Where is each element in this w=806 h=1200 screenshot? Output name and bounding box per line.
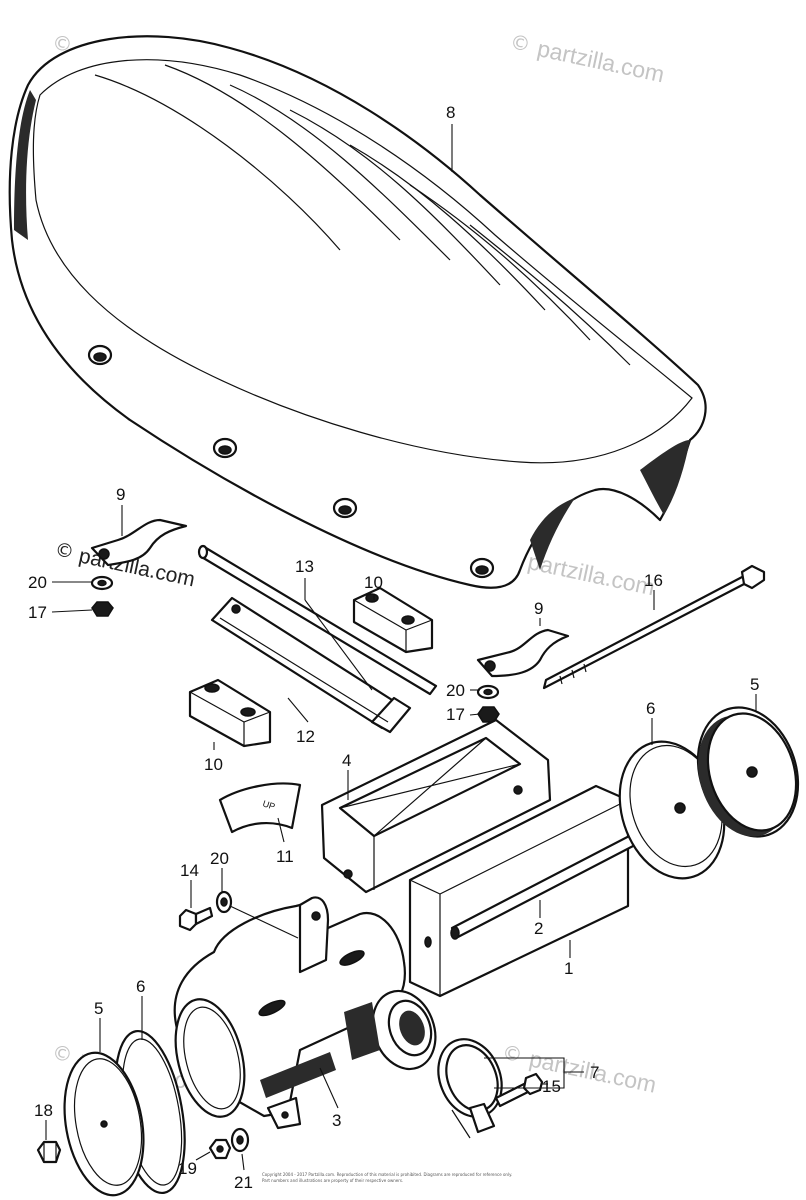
callout-11: 11 bbox=[276, 847, 294, 866]
callout-2: 2 bbox=[534, 919, 543, 938]
washer-21 bbox=[230, 1127, 250, 1153]
watermark-text: partzilla.com bbox=[526, 548, 658, 600]
callout-20-right: 20 bbox=[446, 681, 465, 700]
seat-hinge-strap-left bbox=[90, 518, 188, 567]
tube-tool bbox=[210, 596, 412, 734]
rod bbox=[197, 544, 438, 696]
callout-5-right: 5 bbox=[750, 675, 759, 694]
hose-clamp bbox=[437, 1038, 503, 1139]
callout-9-right: 9 bbox=[534, 599, 543, 618]
cover-marking: UP bbox=[261, 798, 276, 811]
callout-18: 18 bbox=[34, 1101, 53, 1120]
seat-hinge-strap-right bbox=[476, 628, 570, 678]
callout-12: 12 bbox=[296, 727, 315, 746]
washer-left bbox=[90, 575, 114, 591]
copyright-line-1: Copyright 2004 - 2017 Partzilla.com. Rep… bbox=[262, 1172, 512, 1177]
watermark-symbol: © bbox=[50, 1040, 75, 1068]
callout-4: 4 bbox=[342, 751, 351, 770]
cap-plate-right bbox=[696, 706, 800, 838]
watermark-top-right: © partzilla.com bbox=[508, 29, 667, 87]
copyright-block: Copyright 2004 - 2017 Partzilla.com. Rep… bbox=[262, 1172, 512, 1183]
callout-9-left: 9 bbox=[116, 485, 125, 504]
leader-lines bbox=[45, 124, 757, 1171]
washer-20-lower bbox=[215, 890, 233, 914]
watermark-text: partzilla.com bbox=[535, 35, 667, 87]
callout-14: 14 bbox=[180, 861, 199, 880]
bolt-14 bbox=[178, 906, 214, 932]
nut-left bbox=[91, 601, 114, 617]
rubber-block-upper bbox=[352, 586, 434, 654]
callout-16: 16 bbox=[644, 571, 663, 590]
seat bbox=[8, 35, 707, 589]
copyright-line-2: Part numbers and illustrations are prope… bbox=[262, 1178, 403, 1183]
callout-20-lower: 20 bbox=[210, 849, 229, 868]
cover-piece: UP bbox=[218, 782, 302, 834]
callout-8: 8 bbox=[446, 103, 455, 122]
callout-17-right: 17 bbox=[446, 705, 465, 724]
long-bolt bbox=[542, 564, 766, 690]
callout-15: 15 bbox=[542, 1077, 561, 1096]
watermark-symbol: © bbox=[500, 1040, 525, 1068]
callout-3: 3 bbox=[332, 1111, 341, 1130]
nut-right bbox=[477, 706, 500, 723]
nut-19 bbox=[208, 1138, 232, 1160]
callout-20-left: 20 bbox=[28, 573, 47, 592]
cap-plate-left bbox=[63, 1051, 145, 1197]
callout-13: 13 bbox=[295, 557, 314, 576]
callout-labels: 8 9 20 17 13 10 16 9 20 17 12 10 4 6 5 1… bbox=[28, 103, 759, 1192]
callout-6-right: 6 bbox=[646, 699, 655, 718]
callout-17-left: 17 bbox=[28, 603, 47, 622]
callout-1: 1 bbox=[564, 959, 573, 978]
washer-right bbox=[476, 684, 500, 700]
callout-10-lower: 10 bbox=[204, 755, 223, 774]
clamp-screw bbox=[494, 1072, 544, 1108]
rubber-block-lower bbox=[188, 678, 272, 748]
callout-7: 7 bbox=[590, 1063, 599, 1082]
callout-19: 19 bbox=[178, 1159, 197, 1178]
nut-18 bbox=[36, 1140, 62, 1164]
watermark-symbol: © bbox=[53, 538, 76, 563]
callout-5-left: 5 bbox=[94, 999, 103, 1018]
watermark-symbol: © bbox=[508, 29, 533, 57]
callout-6-left: 6 bbox=[136, 977, 145, 996]
air-filter-element bbox=[408, 784, 630, 998]
air-cleaner-case bbox=[173, 896, 437, 1130]
callout-21: 21 bbox=[234, 1173, 253, 1192]
air-cleaner-bracket bbox=[320, 718, 552, 894]
callout-10-upper: 10 bbox=[364, 573, 383, 592]
